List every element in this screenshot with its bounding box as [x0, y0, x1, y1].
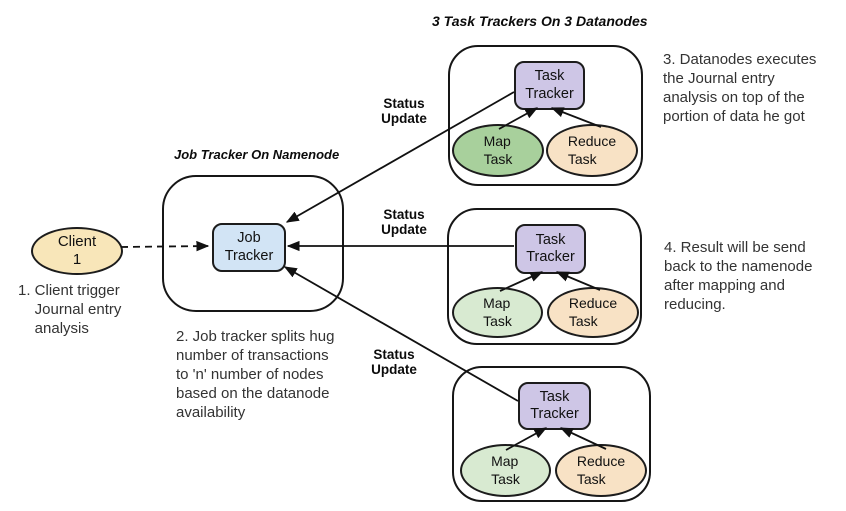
task-tracker-label: Task Tracker — [530, 388, 579, 422]
note-step-4: 4. Result will be send back to the namen… — [664, 239, 813, 313]
job-tracker-node: Job Tracker — [212, 223, 286, 272]
note-step-2: 2. Job tracker splits hug number of tran… — [176, 328, 335, 421]
reduce-task-node-2: Reduce Task — [547, 287, 639, 338]
datanodes-section-title: 3 Task Trackers On 3 Datanodes — [432, 13, 648, 29]
task-tracker-label: Task Tracker — [525, 68, 574, 102]
task-tracker-label: Task Tracker — [526, 231, 575, 265]
task-tracker-node-3: Task Tracker — [518, 382, 591, 430]
note-step-1: 1. Client trigger Journal entry analysis — [18, 282, 122, 337]
client-label: Client 1 — [57, 232, 97, 268]
client-node: Client 1 — [31, 227, 123, 275]
map-task-node-3: Map Task — [460, 444, 551, 497]
map-task-node-1: Map Task — [452, 124, 544, 177]
map-task-node-2: Map Task — [452, 287, 543, 338]
reduce-task-node-3: Reduce Task — [555, 444, 647, 497]
status-update-label-3: Status Update — [371, 347, 417, 377]
task-tracker-node-1: Task Tracker — [514, 61, 585, 110]
status-update-label-1: Status Update — [381, 96, 427, 126]
reduce-task-node-1: Reduce Task — [546, 124, 638, 177]
namenode-section-title: Job Tracker On Namenode — [174, 147, 340, 162]
reduce-task-label: Reduce Task — [568, 295, 618, 329]
map-task-label: Map Task — [483, 133, 513, 167]
map-task-label: Map Task — [491, 453, 520, 487]
reduce-task-label: Reduce Task — [567, 133, 617, 167]
job-tracker-label: Job Tracker — [224, 230, 274, 264]
map-task-label: Map Task — [483, 295, 512, 329]
note-step-3: 3. Datanodes executes the Journal entry … — [663, 51, 817, 125]
status-update-label-2: Status Update — [381, 207, 427, 237]
reduce-task-label: Reduce Task — [576, 453, 626, 487]
task-tracker-node-2: Task Tracker — [515, 224, 586, 274]
